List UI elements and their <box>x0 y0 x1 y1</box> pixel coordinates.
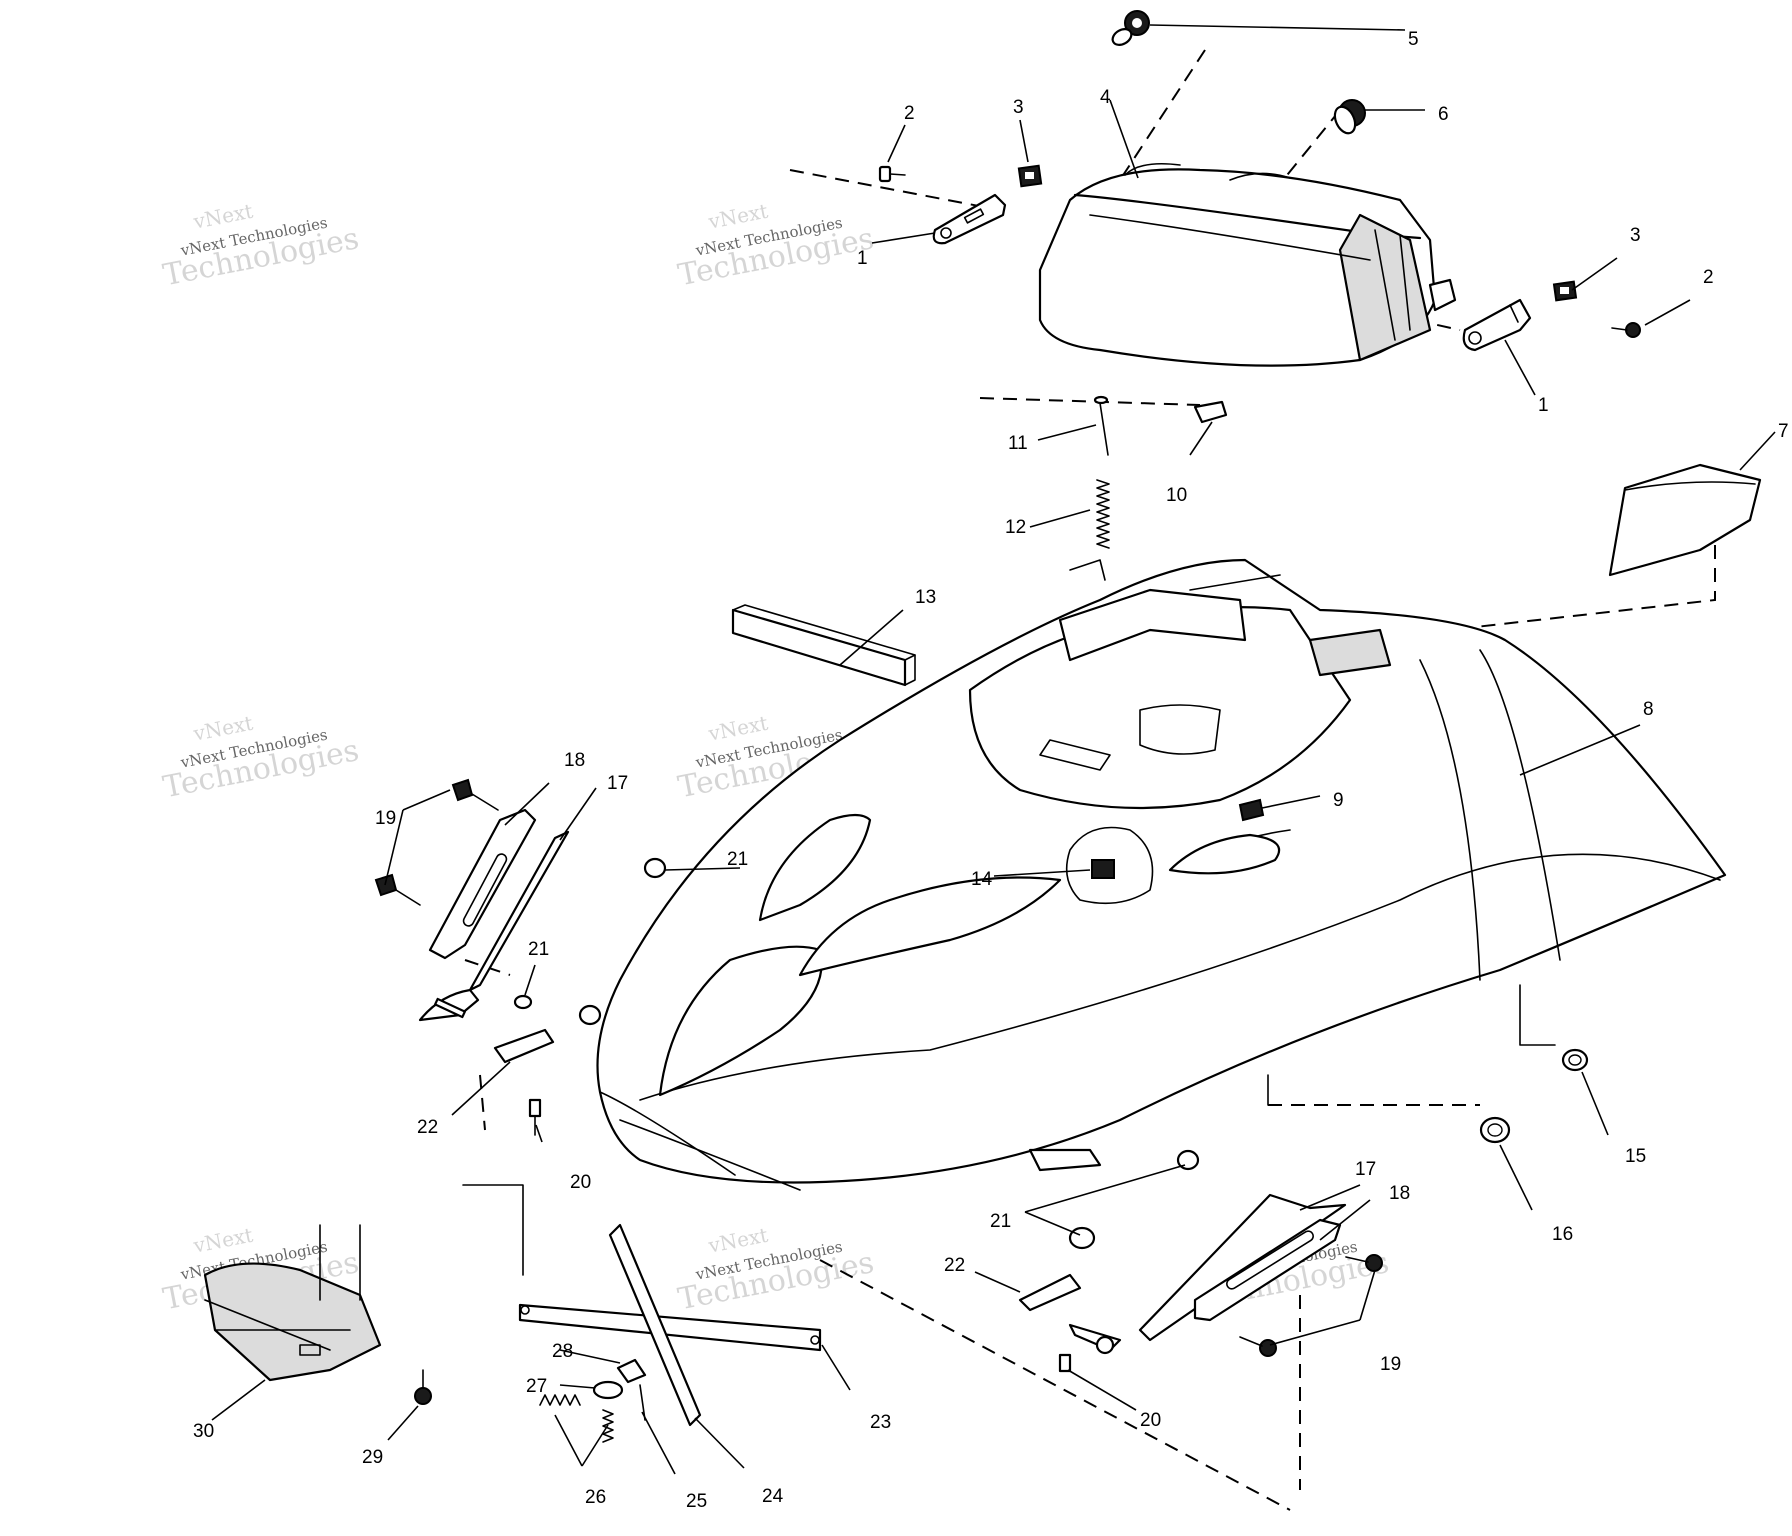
callout-12: 12 <box>1005 517 1026 538</box>
callout-2-left: 2 <box>904 103 915 124</box>
clip-right <box>1552 280 1578 302</box>
clip-left <box>1017 164 1043 188</box>
leader-lines <box>211 24 1776 1475</box>
callout-3-left: 3 <box>1013 97 1024 118</box>
callout-19-left: 19 <box>375 808 396 829</box>
headlight-bracket-right <box>1462 298 1532 352</box>
nuts-left <box>513 857 667 1026</box>
callout-25: 25 <box>686 1491 707 1512</box>
callout-17-left: 17 <box>607 773 628 794</box>
screw-right <box>1611 322 1641 338</box>
callout-1-right: 1 <box>1538 395 1549 416</box>
retainer-ring-15 <box>1561 1048 1589 1072</box>
callout-18-right: 18 <box>1389 1183 1410 1204</box>
callout-4: 4 <box>1100 87 1111 108</box>
callout-24: 24 <box>762 1486 784 1507</box>
callout-27: 27 <box>526 1376 547 1397</box>
insert-nut <box>1091 859 1115 879</box>
callout-28: 28 <box>552 1341 573 1362</box>
callout-9: 9 <box>1333 790 1344 811</box>
pin-25 <box>639 1384 646 1421</box>
bolts-left <box>374 778 499 906</box>
latch-left <box>493 1028 555 1064</box>
callout-26: 26 <box>585 1487 606 1508</box>
callout-5: 5 <box>1408 29 1419 50</box>
callout-7: 7 <box>1778 421 1789 442</box>
callout-2-right: 2 <box>1703 267 1714 288</box>
latch-clip-28 <box>616 1358 647 1384</box>
adjuster-nut <box>1193 400 1228 424</box>
callout-21-upper: 21 <box>727 849 748 870</box>
headlight-bulb <box>1333 99 1366 135</box>
callout-19-right: 19 <box>1380 1354 1401 1375</box>
front-bumper <box>203 1224 382 1382</box>
adjuster-screw <box>1093 395 1109 456</box>
cross-bracket <box>518 1223 822 1427</box>
callout-30: 30 <box>193 1421 214 1442</box>
callout-16: 16 <box>1552 1224 1573 1245</box>
callout-13: 13 <box>915 587 936 608</box>
callout-14: 14 <box>971 869 993 890</box>
callout-3-right: 3 <box>1630 225 1641 246</box>
access-cover <box>1608 463 1762 577</box>
callout-29: 29 <box>362 1447 383 1468</box>
callout-11: 11 <box>1008 433 1028 454</box>
foam-strip <box>731 604 916 687</box>
hood-fastener <box>1238 798 1265 822</box>
callout-15: 15 <box>1625 1146 1646 1167</box>
bulb-socket <box>1111 10 1150 46</box>
callout-22-left: 22 <box>417 1117 438 1138</box>
screw-left <box>878 165 906 183</box>
callout-18-left: 18 <box>564 750 585 771</box>
hinge-arm-left <box>418 830 570 1022</box>
bumper-screw <box>414 1369 432 1405</box>
callout-23: 23 <box>870 1412 891 1433</box>
screw-20-left <box>528 1098 542 1136</box>
callout-20-right: 20 <box>1140 1410 1161 1431</box>
headlight-bracket-left <box>932 193 1007 245</box>
adjuster-spring <box>1096 479 1110 549</box>
callout-21-lower: 21 <box>990 1211 1011 1232</box>
callout-17-right: 17 <box>1355 1159 1376 1180</box>
hinge-plate-left <box>428 808 537 960</box>
ring-27 <box>592 1380 624 1400</box>
retainer-ring-16 <box>1479 1116 1511 1144</box>
callout-8: 8 <box>1643 699 1654 720</box>
callout-1-left: 1 <box>857 248 868 269</box>
callout-10: 10 <box>1166 485 1187 506</box>
callout-22-right: 22 <box>944 1255 965 1276</box>
callout-20-left: 20 <box>570 1172 591 1193</box>
callout-labels: 1 1 2 2 3 3 4 5 6 7 8 9 10 11 12 13 14 1… <box>193 29 1789 1512</box>
callout-21-middle: 21 <box>528 939 549 960</box>
latch-right <box>1018 1273 1082 1312</box>
springs-26 <box>539 1394 614 1443</box>
hood <box>596 558 1727 1191</box>
bolts-right <box>1239 1254 1383 1357</box>
hinge-plate-right <box>1193 1218 1342 1322</box>
headlight-housing <box>1038 162 1457 367</box>
callout-6: 6 <box>1438 104 1449 125</box>
screw-20-right <box>1058 1353 1072 1373</box>
nuts-right <box>1068 1149 1200 1250</box>
